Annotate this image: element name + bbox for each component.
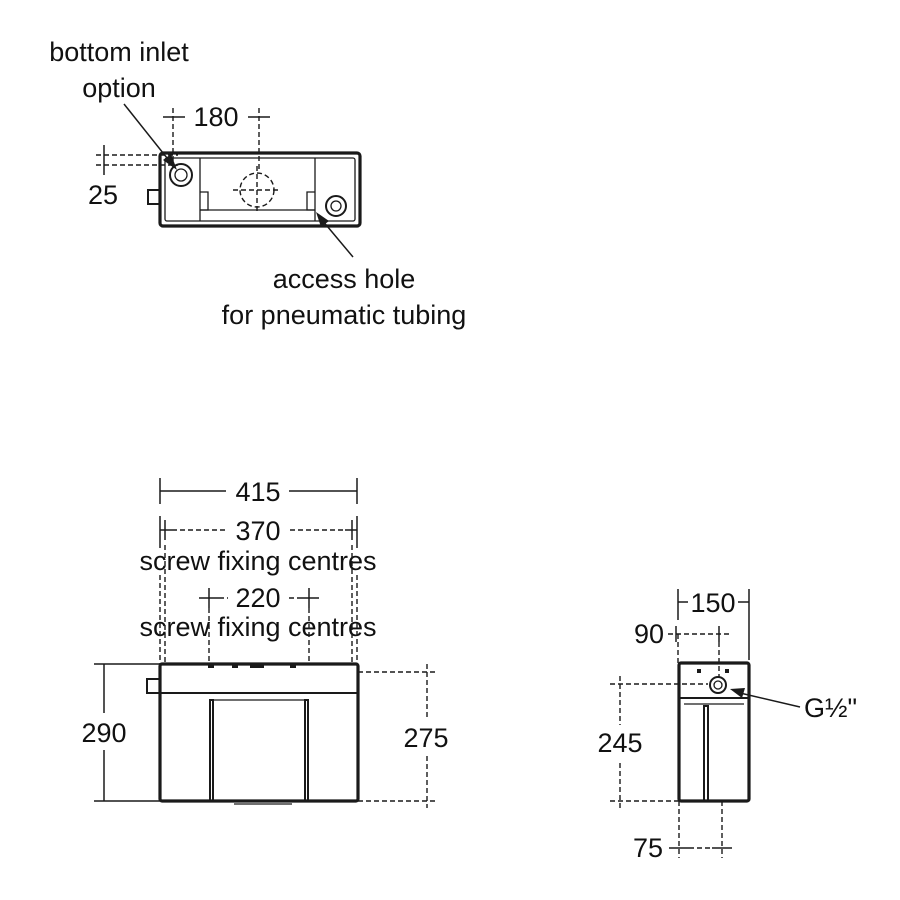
thread-size-label: G½": [804, 693, 857, 723]
dimension-90: 90: [634, 619, 730, 677]
bottom-inlet-label-line2: option: [82, 73, 156, 103]
dimension-245: 245: [597, 676, 708, 808]
cistern-side-outline: [677, 661, 751, 803]
thread-size-note: G½": [730, 688, 857, 723]
dimension-180: 180: [163, 102, 270, 170]
cistern-front-outline: [158, 662, 360, 805]
dim-290-label: 290: [81, 718, 126, 748]
dim-370-label: 370: [235, 516, 280, 546]
access-hole-arrow: [316, 212, 329, 227]
dim-180-label: 180: [193, 102, 238, 132]
dim-415-label: 415: [235, 477, 280, 507]
center-outlet-hole: [233, 166, 281, 214]
front-inlet-stub: [146, 678, 161, 694]
access-hole-label-line1: access hole: [273, 264, 416, 294]
dimension-275: 275: [358, 664, 449, 808]
dim-90-label: 90: [634, 619, 664, 649]
thread-arrow: [730, 688, 745, 698]
bottom-inlet-note: bottom inlet option: [49, 37, 189, 170]
side-inlet-connection: [709, 676, 727, 694]
access-hole-note: access hole for pneumatic tubing: [222, 212, 467, 330]
top-view: 180 25 bottom inlet option access hole f…: [49, 37, 466, 330]
screw-fixing-centres-label-1: screw fixing centres: [139, 546, 376, 576]
access-hole-label-line2: for pneumatic tubing: [222, 300, 467, 330]
dim-220-label: 220: [235, 583, 280, 613]
dimension-290: 290: [81, 663, 160, 802]
front-extension-lines: [159, 545, 358, 664]
dimension-370: 370 screw fixing centres: [139, 516, 377, 576]
dimension-220: 220 screw fixing centres: [139, 583, 376, 642]
dim-150-label: 150: [690, 588, 735, 618]
dim-275-label: 275: [403, 723, 448, 753]
side-inlet-stub: [147, 189, 161, 205]
side-view: 150 90 245 75: [597, 588, 857, 863]
dimension-150: 150: [677, 588, 750, 660]
bottom-inlet-label-line1: bottom inlet: [49, 37, 189, 67]
access-hole: [325, 195, 347, 217]
dim-75-label: 75: [633, 833, 663, 863]
bottom-inlet-hole: [169, 163, 193, 187]
dimension-75: 75: [633, 801, 732, 863]
dim-25-label: 25: [88, 180, 118, 210]
dimension-415: 415: [159, 477, 358, 507]
screw-fixing-centres-label-2: screw fixing centres: [139, 612, 376, 642]
dimension-25: 25: [88, 145, 178, 210]
bottom-inlet-arrow: [163, 154, 177, 170]
front-view: 415 370 screw fixing centres 220 screw f…: [81, 477, 449, 808]
dim-245-label: 245: [597, 728, 642, 758]
